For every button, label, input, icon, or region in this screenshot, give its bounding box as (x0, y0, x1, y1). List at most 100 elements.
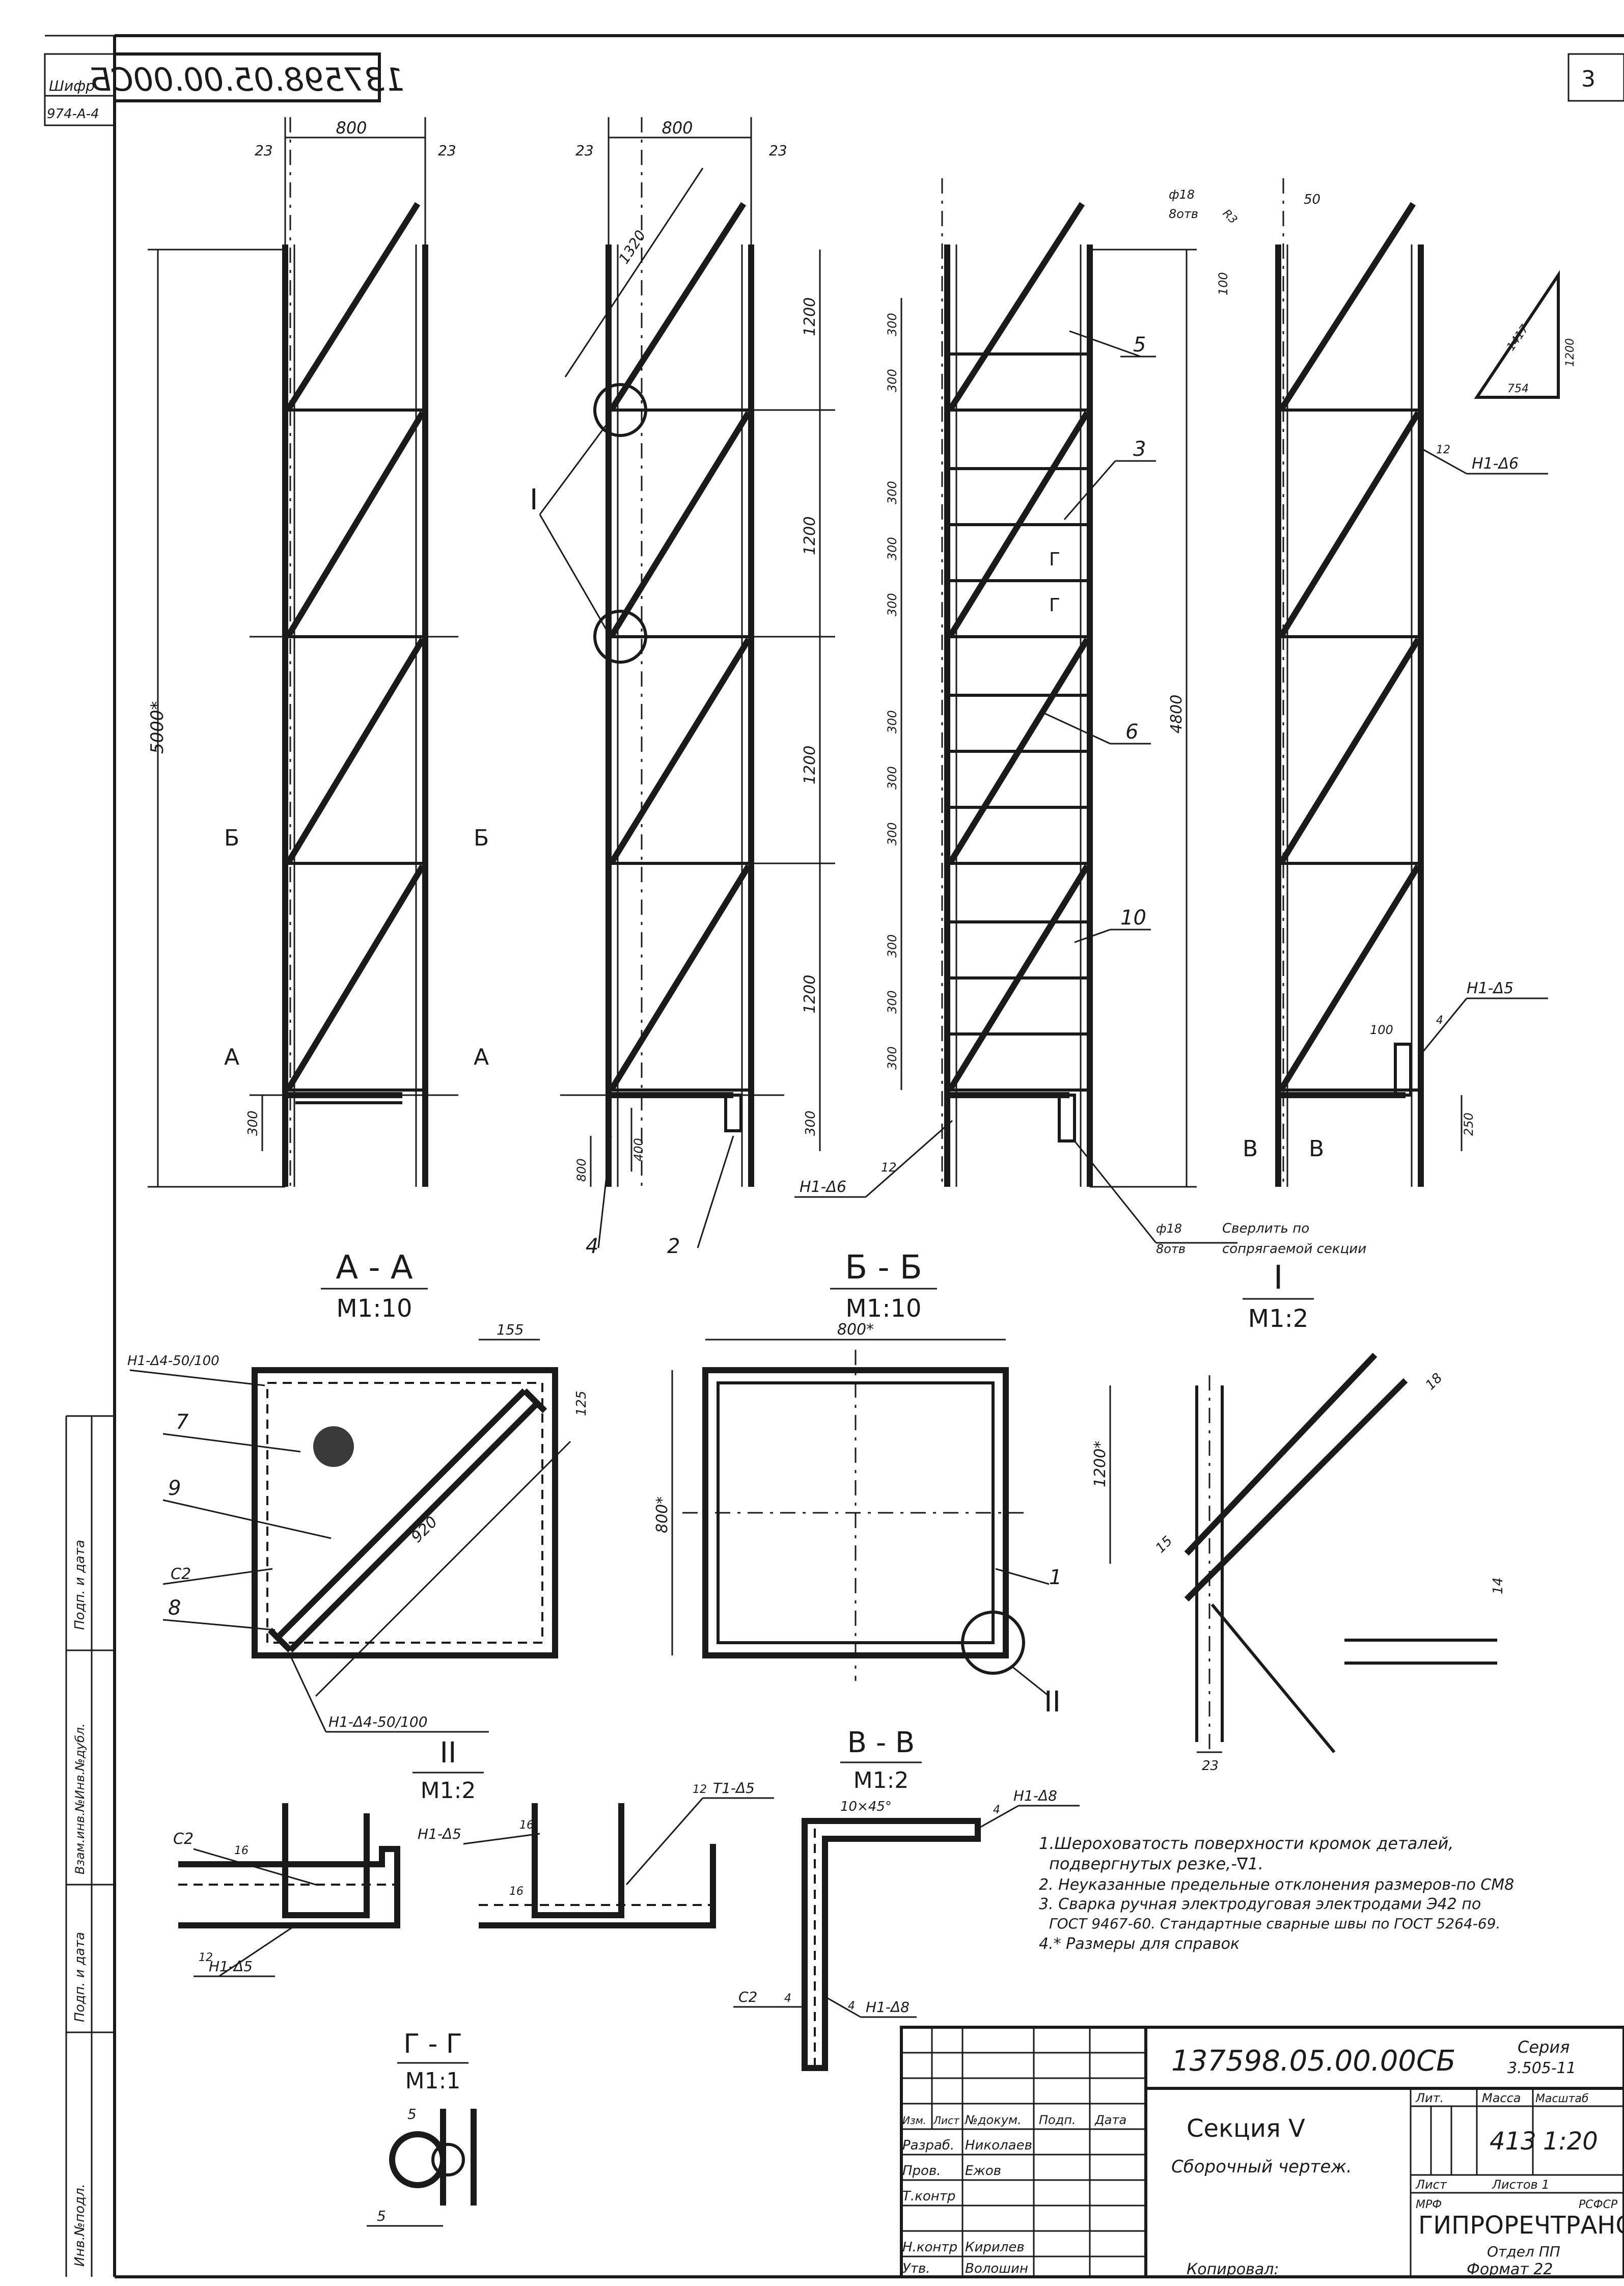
tb-lit-label: Лит. (1415, 2091, 1444, 2105)
v4-weld-top-n: 12 (1436, 444, 1450, 456)
ii-scale: М1:2 (421, 1778, 476, 1804)
tb-h-podp: Подп. (1039, 2113, 1076, 2127)
i-title: I (1274, 1259, 1283, 1297)
ii-16a: 16 (234, 1844, 249, 1857)
v2-dim-800: 800 (574, 1158, 589, 1182)
v3-weld-bottom: Н1-Δ6 (800, 1178, 846, 1196)
gg-title: Г - Г (403, 2029, 462, 2059)
v3-sec-g-2: Г (1049, 595, 1060, 616)
v1-sec-a-left: А (224, 1044, 239, 1070)
v3-pos-10: 10 (1120, 906, 1146, 930)
v2-callout-I: I (530, 483, 538, 516)
v3-rung-5: 300 (885, 593, 899, 616)
tb-r-utv: Утв. (902, 2261, 930, 2276)
v1-dim-base: 300 (245, 1110, 261, 1136)
aa-c2: С2 (171, 1565, 191, 1583)
v2-pos-4: 4 (586, 1235, 598, 1258)
v3-rung-7: 300 (885, 766, 899, 790)
side-stamp: Подп. и дата Взам.инв.№Инв.№дубл. Подп. … (65, 1415, 115, 2277)
tb-format: Формат 22 (1467, 2261, 1553, 2278)
tb-list-label: Лист (1415, 2178, 1447, 2192)
aa-scale: М1:10 (336, 1294, 412, 1323)
aa-pos-8: 8 (168, 1596, 181, 1620)
bb-callout: II (1044, 1685, 1061, 1719)
v2-panel-1: 1200 (801, 297, 819, 336)
v4-dim-50: 50 (1304, 192, 1320, 207)
v3-rung-9: 300 (885, 934, 899, 958)
aa-diag: 920 (408, 1513, 441, 1546)
v3-hole-text-2: сопрягаемой секции (1222, 1241, 1366, 1257)
sheet-number: 3 (1581, 66, 1595, 92)
vv-h1d8a: Н1-Δ8 (1013, 1787, 1057, 1804)
v4-tri-base: 754 (1507, 383, 1529, 395)
ii-12b: 12 (693, 1783, 707, 1796)
vv-title: В - В (847, 1726, 915, 1759)
v4-hole-2: 8отв (1169, 207, 1198, 221)
i-dim-15: 15 (1153, 1533, 1176, 1556)
tb-org-1: МРФ (1416, 2198, 1442, 2211)
v2-dim-400: 400 (631, 1138, 646, 1161)
tb-org-2: РСФСР (1579, 2198, 1618, 2211)
ii-h1d5b: Н1-Δ5 (418, 1826, 461, 1842)
tb-doc-code: 137598.05.00.00СБ (1171, 2045, 1455, 2078)
ii-16c: 16 (509, 1885, 524, 1898)
v1-dim-height: 5000* (147, 701, 168, 754)
v4-tri-hyp: 1417 (1504, 322, 1531, 353)
i-dim-14: 14 (1491, 1577, 1506, 1594)
v1-dim-top: 800 (336, 118, 367, 138)
tb-h-list: Лист (933, 2114, 960, 2127)
aa-weld-bot: Н1-Δ4-50/100 (328, 1713, 428, 1730)
tb-h-data: Дата (1094, 2113, 1126, 2127)
tb-r-razrab: Разраб. (902, 2138, 954, 2153)
frame (45, 34, 1624, 2278)
tb-r-prov-name: Ежов (965, 2163, 1001, 2179)
title-block: 137598.05.00.00СБ Серия 3.505-11 Секция … (900, 2026, 1624, 2278)
bb-dim-h: 800* (653, 1496, 671, 1533)
section-gg: Г - Г М1:1 5 5 (367, 2029, 477, 2227)
ii-12a: 12 (199, 1951, 213, 1964)
v2-panel-2: 1200 (801, 516, 819, 555)
note-1b: подвергнутых резке,-∇1. (1049, 1854, 1263, 1873)
tb-massa: 413 (1490, 2127, 1536, 2156)
v3-rung-4: 300 (885, 537, 899, 560)
section-aa: А - А М1:10 920 155 125 Н1-Δ4-50/100 7 9… (127, 1249, 589, 1733)
tb-series-label: Серия (1518, 2037, 1570, 2057)
view-1-elevation: 800 23 23 5000* 300 Б Б А А (147, 117, 489, 1188)
tb-massa-label: Масса (1482, 2091, 1521, 2105)
v2-dim-l: 23 (575, 142, 594, 159)
vv-4c: 4 (848, 2000, 855, 2012)
v3-rung-6: 300 (885, 710, 899, 733)
tb-listov-label: Листов 1 (1492, 2178, 1550, 2192)
v4-sec-v-left: В (1243, 1136, 1258, 1162)
v4-weld-top: Н1-Δ6 (1472, 455, 1519, 473)
v3-pos-3: 3 (1133, 438, 1146, 461)
ii-16b: 16 (519, 1819, 534, 1832)
vv-4a: 4 (993, 1804, 1000, 1816)
bb-scale: М1:10 (845, 1294, 921, 1323)
side-vzam-inv: Взам.инв.№Инв.№дубл. (73, 1723, 87, 1874)
tb-r-tkontr: Т.контр (902, 2189, 955, 2204)
tb-masshtab: 1:20 (1543, 2127, 1598, 2156)
bb-title: Б - Б (845, 1249, 922, 1287)
ii-c2: С2 (173, 1830, 194, 1848)
shifr-label: Шифр (49, 77, 95, 94)
tb-org-dept: Отдел ПП (1487, 2243, 1560, 2260)
v3-rung-2: 300 (885, 369, 899, 392)
rungs (947, 352, 1090, 1092)
view-4-elevation: ф18 8отв 50 R3 100 1417 1200 754 Н1-Δ6 1… (1169, 178, 1577, 1187)
ii-t1d5: Т1-Δ5 (713, 1780, 755, 1797)
bb-dim-w: 800* (837, 1321, 874, 1339)
v1-dim-l: 23 (255, 142, 273, 159)
v3-sec-g-1: Г (1049, 549, 1060, 570)
v2-dim-base: 300 (803, 1110, 818, 1136)
v4-tri-vert: 1200 (1564, 338, 1577, 367)
v3-dim-4800: 4800 (1168, 695, 1186, 733)
v4-weld-bot-n: 4 (1436, 1014, 1443, 1027)
shifr-value: 974-А-4 (47, 106, 99, 122)
tb-masshtab-label: Масштаб (1535, 2092, 1589, 2105)
bb-pos-1: 1 (1049, 1566, 1062, 1589)
v1-sec-b-right: Б (474, 825, 489, 851)
v3-pos-5: 5 (1133, 333, 1146, 357)
v4-dim-r3: R3 (1220, 207, 1240, 227)
